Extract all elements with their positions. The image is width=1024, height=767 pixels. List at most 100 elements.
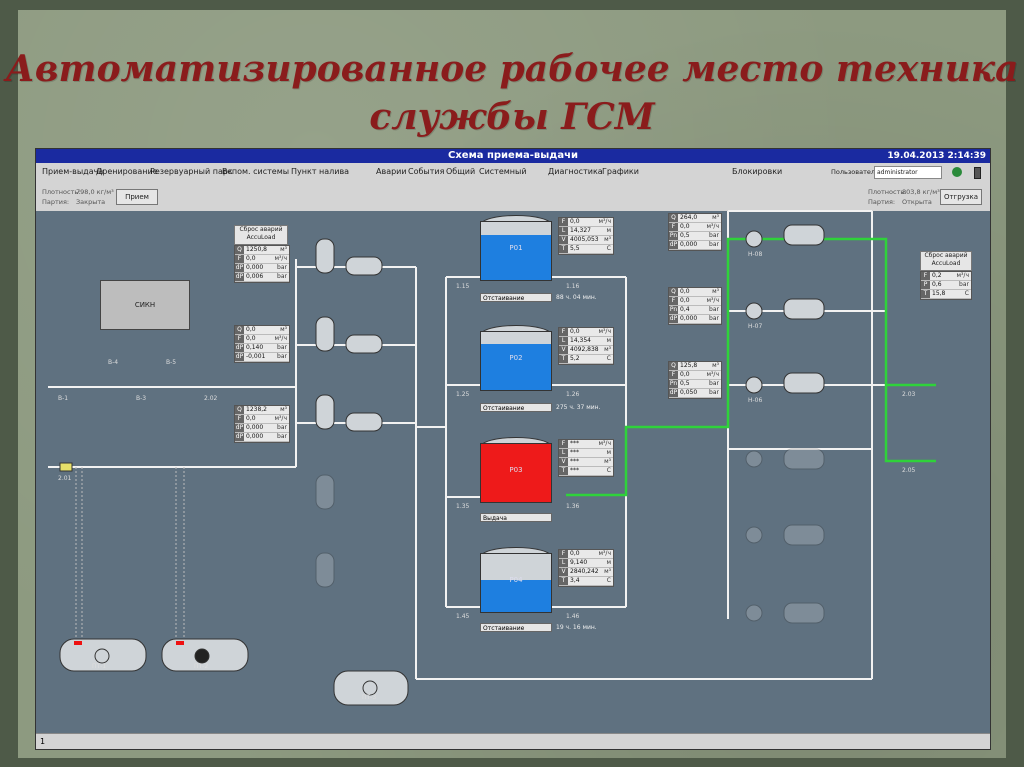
tank-4[interactable]: Р04 [480,547,552,613]
readout-k: T [559,245,568,253]
readout-u: м³ [604,346,611,353]
readout-v: 14,354 [570,337,591,344]
readout-k: F [235,335,244,343]
readout-k: dP [235,264,244,272]
readout-k: F [669,371,678,379]
readout-v: 1238,2 [246,406,267,413]
tank-1[interactable]: Р01 [480,215,552,281]
window-title: Схема приема-выдачи [448,150,578,161]
menu-item-locks[interactable]: Блокировки [732,167,783,176]
tank-shell: Р03 [480,443,552,503]
readout-u: м³ [604,568,611,575]
tank-1-state-select[interactable]: Отстаивание [480,293,552,302]
valve-label-201: 2.01 [58,475,72,482]
tank-2[interactable]: Р02 [480,325,552,391]
readout-u: м³ [712,362,719,369]
menu-item-alarms[interactable]: Аварии [376,167,407,176]
readout-v: 0,4 [680,306,690,313]
small-tank-label-2: ПТ-2 [194,663,209,670]
readout-v: 14,327 [570,227,591,234]
info-bar: Плотность: 798,0 кг/м³ Партия: Закрыта П… [36,181,990,211]
valve-label-3: В-3 [136,395,147,402]
readout-v: *** [570,449,579,456]
readout-k: L [559,559,568,567]
menu-item-events[interactable]: События [408,167,445,176]
readout-v: 0,6 [932,281,942,288]
readout-k: F [235,255,244,263]
menu-item-drain[interactable]: Дренирование [96,167,158,176]
readout-k: dP [235,433,244,441]
tank-4-valve-in: 1.45 [456,613,470,620]
readout-k: F [559,440,568,448]
readout-u: bar [709,241,719,248]
menu-item-general[interactable]: Общий [446,167,476,176]
readout-k: dP [669,241,678,249]
readout-u: м³/ч [706,223,720,230]
menu-item-tank-farm[interactable]: Резервуарный парк [150,167,233,176]
readout-k: dP [235,344,244,352]
readout-v: 0,000 [246,433,264,440]
readout-k: Pn [669,380,678,388]
left-batch-value: Закрыта [76,198,106,206]
tank-3[interactable]: Р03 [480,437,552,503]
menu-item-diagnostics[interactable]: Диагностика [548,167,603,176]
window-datetime: 19.04.2013 2:14:39 [887,151,986,161]
shipment-button[interactable]: Отгрузка [940,189,982,205]
menu-item-aux[interactable]: Вспом. системы [222,167,290,176]
menu-item-charts[interactable]: Графики [602,167,639,176]
valve-label-1: В-1 [58,395,69,402]
filters [315,238,383,432]
tank-3-state-select[interactable]: Выдача [480,513,552,522]
tank-4-state-select[interactable]: Отстаивание [480,623,552,632]
readout-v: *** [570,458,579,465]
readout-v: 4092,838 [570,346,599,353]
readout-row: L***м [559,449,613,458]
receive-button[interactable]: Прием [116,189,158,205]
tank-4-valve-out: 1.46 [566,613,580,620]
readout-u: м³/ч [706,371,720,378]
main-unit-box[interactable]: СИКН [100,280,190,330]
left-density-label: Плотность: [42,188,81,196]
readout-v: 0,0 [570,218,580,225]
readout-v: 0,0 [680,223,690,230]
readout-k: T [921,290,930,298]
menu-item-system[interactable]: Системный [479,167,527,176]
readout-u: bar [709,232,719,239]
tank-4-time: 19 ч. 16 мин. [556,624,597,631]
tank-shell: Р02 [480,331,552,391]
readout-u: м [606,449,611,456]
alarm-markers [74,641,184,645]
tank-name: Р02 [509,354,523,362]
pipe-active-route [566,237,936,497]
right-density-value: 803,8 кг/м³ [902,188,940,196]
tank-2-valve-in: 1.25 [456,391,470,398]
readout-v: 5,5 [570,245,580,252]
tank-1-time: 88 ч. 04 мин. [556,294,597,301]
user-name-field[interactable]: administrator [874,166,942,179]
readout-v: 1250,8 [246,246,267,253]
window-titlebar: Схема приема-выдачи 19.04.2013 2:14:39 [36,149,990,163]
piping-diagram [48,210,936,706]
readout-u: bar [709,306,719,313]
menu-item-receive-issue[interactable]: Прием-выдача [42,167,104,176]
readout-v: 264,0 [680,214,698,221]
tank-2-state-select[interactable]: Отстаивание [480,403,552,412]
readout-k: T [559,355,568,363]
menu-item-loading[interactable]: Пункт налива [291,167,350,176]
